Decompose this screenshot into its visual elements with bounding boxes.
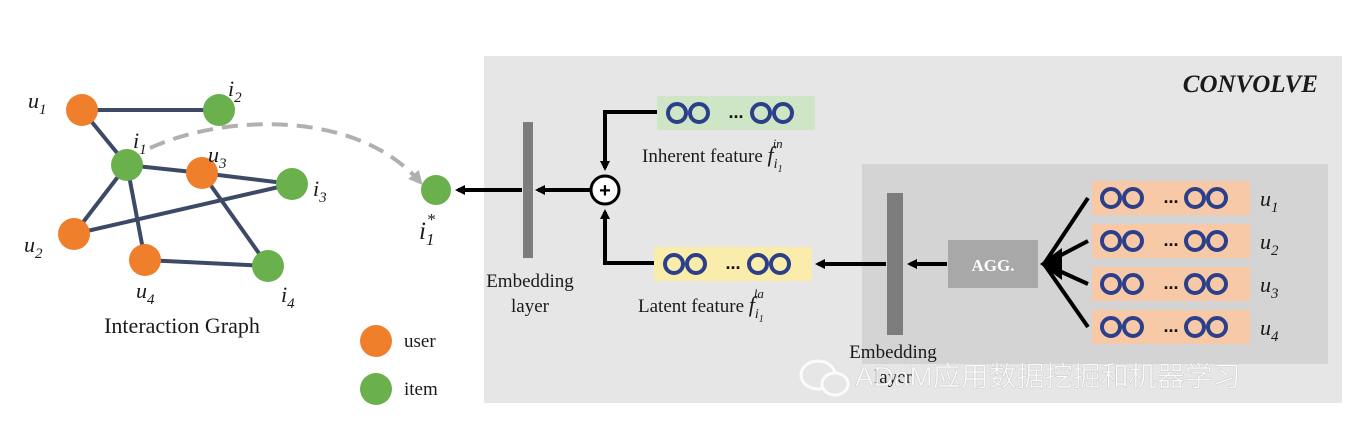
embedding-unit [1184, 273, 1206, 295]
output-node-i1-star [421, 175, 451, 205]
graph-node-label-u2: u2 [24, 232, 43, 262]
embedding-unit [663, 253, 685, 275]
sum-operator [589, 174, 621, 206]
arrow-inherent-to-sum [600, 110, 657, 171]
graph-node-label-u4: u4 [136, 278, 155, 308]
embedding-layer-label-inner-line1: Embedding [849, 342, 937, 363]
arrow-latent-to-sum [600, 209, 655, 265]
user-row-label-4: u4 [1260, 315, 1279, 345]
graph-edge [200, 171, 270, 268]
graph-caption: Interaction Graph [104, 313, 260, 338]
inherent-feature-vector [666, 102, 794, 124]
user-row-dots: ... [1163, 187, 1178, 207]
legend-item-dot [360, 373, 392, 405]
graph-node-i4 [252, 250, 284, 282]
embedding-unit [1184, 230, 1206, 252]
embedding-unit [1184, 187, 1206, 209]
latent-feature-dots: ... [725, 253, 740, 273]
graph-node-u4 [129, 244, 161, 276]
inherent-feature-label: Inherent feature fi1in [642, 136, 783, 175]
neighbor-user-rows: ... u1... u2... u3... u4 [1092, 181, 1279, 345]
embedding-layer-bar-outer [523, 122, 533, 258]
legend-item-label: item [404, 379, 438, 400]
watermark-text: ADaM应用数据挖掘和机器学习 [855, 361, 1241, 392]
fan-in-line-4 [1042, 262, 1090, 329]
embedding-unit [688, 102, 710, 124]
wechat-icon-small [820, 371, 850, 397]
sum-operator-symbol: + [599, 180, 611, 202]
embedding-unit [1206, 316, 1228, 338]
latent-feature-box [654, 247, 812, 281]
user-row-label-2: u2 [1260, 229, 1279, 259]
user-row-dots: ... [1163, 230, 1178, 250]
user-row-dots: ... [1163, 316, 1178, 336]
embedding-unit [1122, 273, 1144, 295]
graph-node-label-u1: u1 [28, 88, 47, 118]
graph-node-label-i1: i1 [133, 128, 147, 158]
embedding-unit [1100, 187, 1122, 209]
graph-node-i3 [276, 168, 308, 200]
graph-node-i2 [203, 94, 235, 126]
latent-feature-label: Latent feature fi1la [638, 286, 764, 325]
legend-user-dot [360, 325, 392, 357]
embedding-unit [1100, 273, 1122, 295]
graph-node-u3 [186, 157, 218, 189]
user-row-label-1: u1 [1260, 186, 1279, 216]
embedding-unit [1184, 316, 1206, 338]
inherent-feature-dots: ... [728, 102, 743, 122]
inherent-feature-box [657, 96, 815, 130]
graph-edges [72, 108, 293, 268]
agg-label: AGG. [972, 256, 1015, 275]
user-row-dots: ... [1163, 273, 1178, 293]
graph-node-u1 [66, 94, 98, 126]
graph-edge [73, 182, 293, 236]
graph-nodes: u1 u2 u3 u4 i1 i2 i3 i4 [24, 76, 327, 312]
convolve-title: CONVOLVE [1183, 71, 1318, 98]
embedding-unit [769, 253, 791, 275]
embedding-unit [1206, 273, 1228, 295]
graph-node-label-i2: i2 [228, 76, 242, 106]
embedding-unit [1206, 230, 1228, 252]
embedding-unit [772, 102, 794, 124]
graph-node-label-i4: i4 [281, 282, 295, 312]
legend-user-label: user [404, 331, 436, 352]
embedding-layer-bar-inner [887, 193, 903, 335]
embedding-unit [750, 102, 772, 124]
embedding-unit [747, 253, 769, 275]
embedding-unit [1122, 187, 1144, 209]
fan-in-arrowhead [1040, 248, 1062, 280]
embedding-unit [685, 253, 707, 275]
embedding-unit [1122, 230, 1144, 252]
graph-edge [125, 164, 147, 261]
embedding-unit [1100, 230, 1122, 252]
output-label: i1* [419, 210, 435, 249]
embedding-layer-label-outer-line1: Embedding [486, 271, 574, 292]
embedding-unit [1122, 316, 1144, 338]
graph-edge [144, 258, 269, 268]
embedding-unit [1100, 316, 1122, 338]
graph-node-i1 [111, 149, 143, 181]
fan-in-line-1 [1042, 196, 1090, 266]
embedding-layer-label-outer-line2: layer [511, 296, 550, 317]
embedding-unit [1206, 187, 1228, 209]
graph-node-label-i3: i3 [313, 176, 327, 206]
copy-arrow-dashed [149, 122, 423, 186]
agg-box [948, 240, 1038, 288]
embedding-unit [666, 102, 688, 124]
latent-feature-vector [663, 253, 791, 275]
aggregation-fan-in [1040, 196, 1090, 329]
graph-node-u2 [58, 218, 90, 250]
graph-node-label-u3: u3 [208, 142, 227, 172]
watermark: ADaM应用数据挖掘和机器学习 [799, 359, 1241, 397]
embedding-layer-label-inner-line2: layer [874, 367, 913, 388]
user-row-label-3: u3 [1260, 272, 1279, 302]
